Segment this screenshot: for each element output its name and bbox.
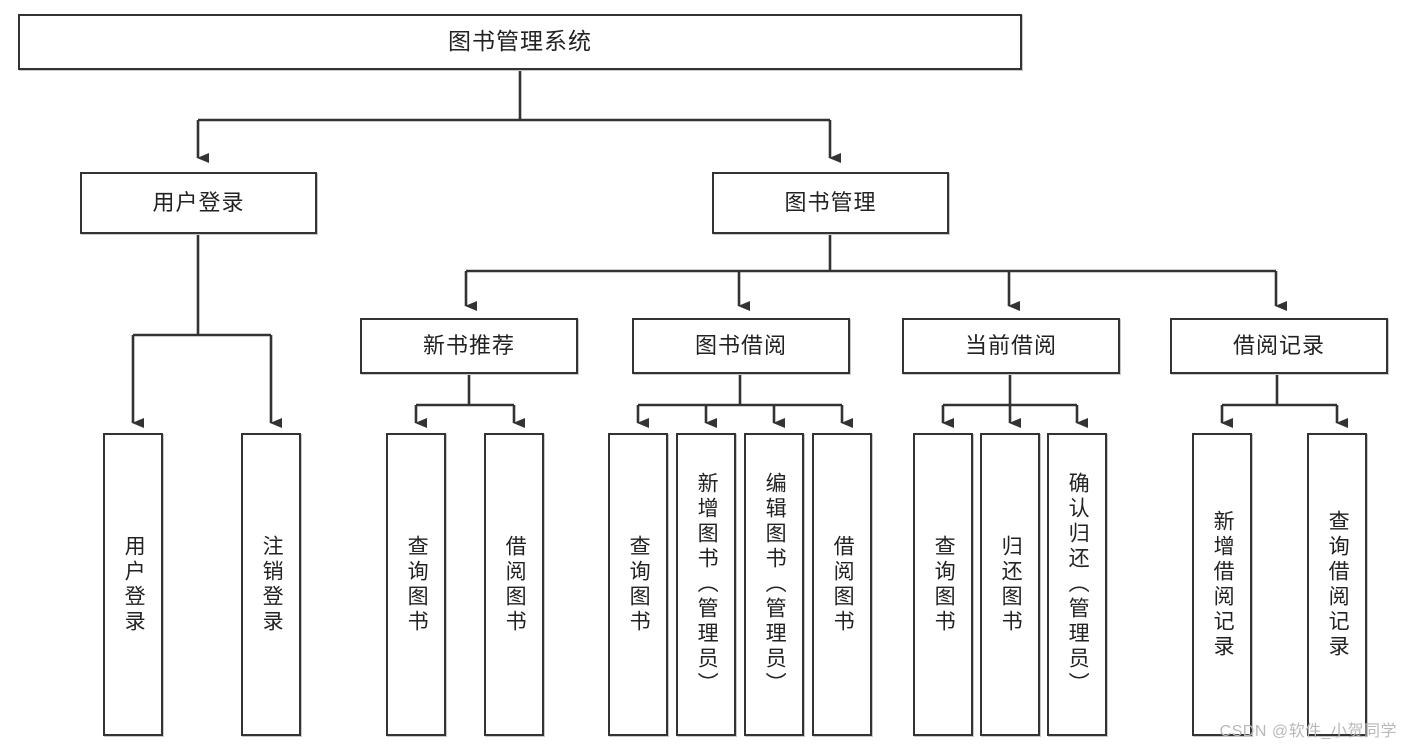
leaf-recommend-borrow-book-label: 借阅图书: [503, 534, 527, 635]
leaf-add-book-admin-label: 新增图书（管理员）: [695, 472, 719, 697]
leaf-edit-book-admin[interactable]: 编辑图书（管理员）: [744, 433, 804, 736]
node-new-book-recommend-label: 新书推荐: [422, 333, 515, 359]
leaf-borrow-book-label: 借阅图书: [831, 534, 855, 635]
leaf-query-borrow-record[interactable]: 查询借阅记录: [1307, 433, 1367, 736]
leaf-query-borrow-record-label: 查询借阅记录: [1326, 509, 1350, 660]
leaf-current-query-book[interactable]: 查询图书: [913, 433, 973, 736]
node-root-system[interactable]: 图书管理系统: [18, 14, 1022, 70]
leaf-add-borrow-record-label: 新增借阅记录: [1211, 509, 1235, 660]
leaf-return-book-label: 归还图书: [999, 534, 1023, 635]
node-book-borrow-label: 图书借阅: [694, 333, 787, 359]
node-user-login[interactable]: 用户登录: [80, 172, 317, 234]
node-new-book-recommend[interactable]: 新书推荐: [360, 318, 578, 374]
node-user-login-label: 用户登录: [152, 190, 245, 216]
leaf-logout-login-label: 注销登录: [260, 534, 284, 635]
leaf-logout-login[interactable]: 注销登录: [241, 433, 301, 736]
leaf-current-query-book-label: 查询图书: [932, 534, 956, 635]
node-borrow-record[interactable]: 借阅记录: [1170, 318, 1388, 374]
leaf-recommend-borrow-book[interactable]: 借阅图书: [484, 433, 544, 736]
csdn-watermark: CSDN @软件_小贺同学: [1219, 723, 1397, 740]
node-current-borrow-label: 当前借阅: [964, 333, 1057, 359]
leaf-recommend-query-book-label: 查询图书: [405, 534, 429, 635]
node-root-system-label: 图书管理系统: [448, 28, 592, 55]
leaf-edit-book-admin-label: 编辑图书（管理员）: [763, 472, 787, 697]
leaf-confirm-return-admin-label: 确认归还（管理员）: [1066, 472, 1090, 697]
leaf-confirm-return-admin[interactable]: 确认归还（管理员）: [1047, 433, 1107, 736]
node-book-borrow[interactable]: 图书借阅: [632, 318, 850, 374]
leaf-borrow-query-book[interactable]: 查询图书: [608, 433, 668, 736]
leaf-borrow-book[interactable]: 借阅图书: [812, 433, 872, 736]
node-current-borrow[interactable]: 当前借阅: [902, 318, 1120, 374]
leaf-return-book[interactable]: 归还图书: [980, 433, 1040, 736]
leaf-borrow-query-book-label: 查询图书: [627, 534, 651, 635]
leaf-recommend-query-book[interactable]: 查询图书: [386, 433, 446, 736]
leaf-user-login-label: 用户登录: [122, 534, 146, 635]
node-borrow-record-label: 借阅记录: [1232, 333, 1325, 359]
leaf-user-login[interactable]: 用户登录: [103, 433, 163, 736]
leaf-add-book-admin[interactable]: 新增图书（管理员）: [676, 433, 736, 736]
node-book-management[interactable]: 图书管理: [712, 172, 949, 234]
node-book-management-label: 图书管理: [784, 190, 877, 216]
leaf-add-borrow-record[interactable]: 新增借阅记录: [1192, 433, 1252, 736]
